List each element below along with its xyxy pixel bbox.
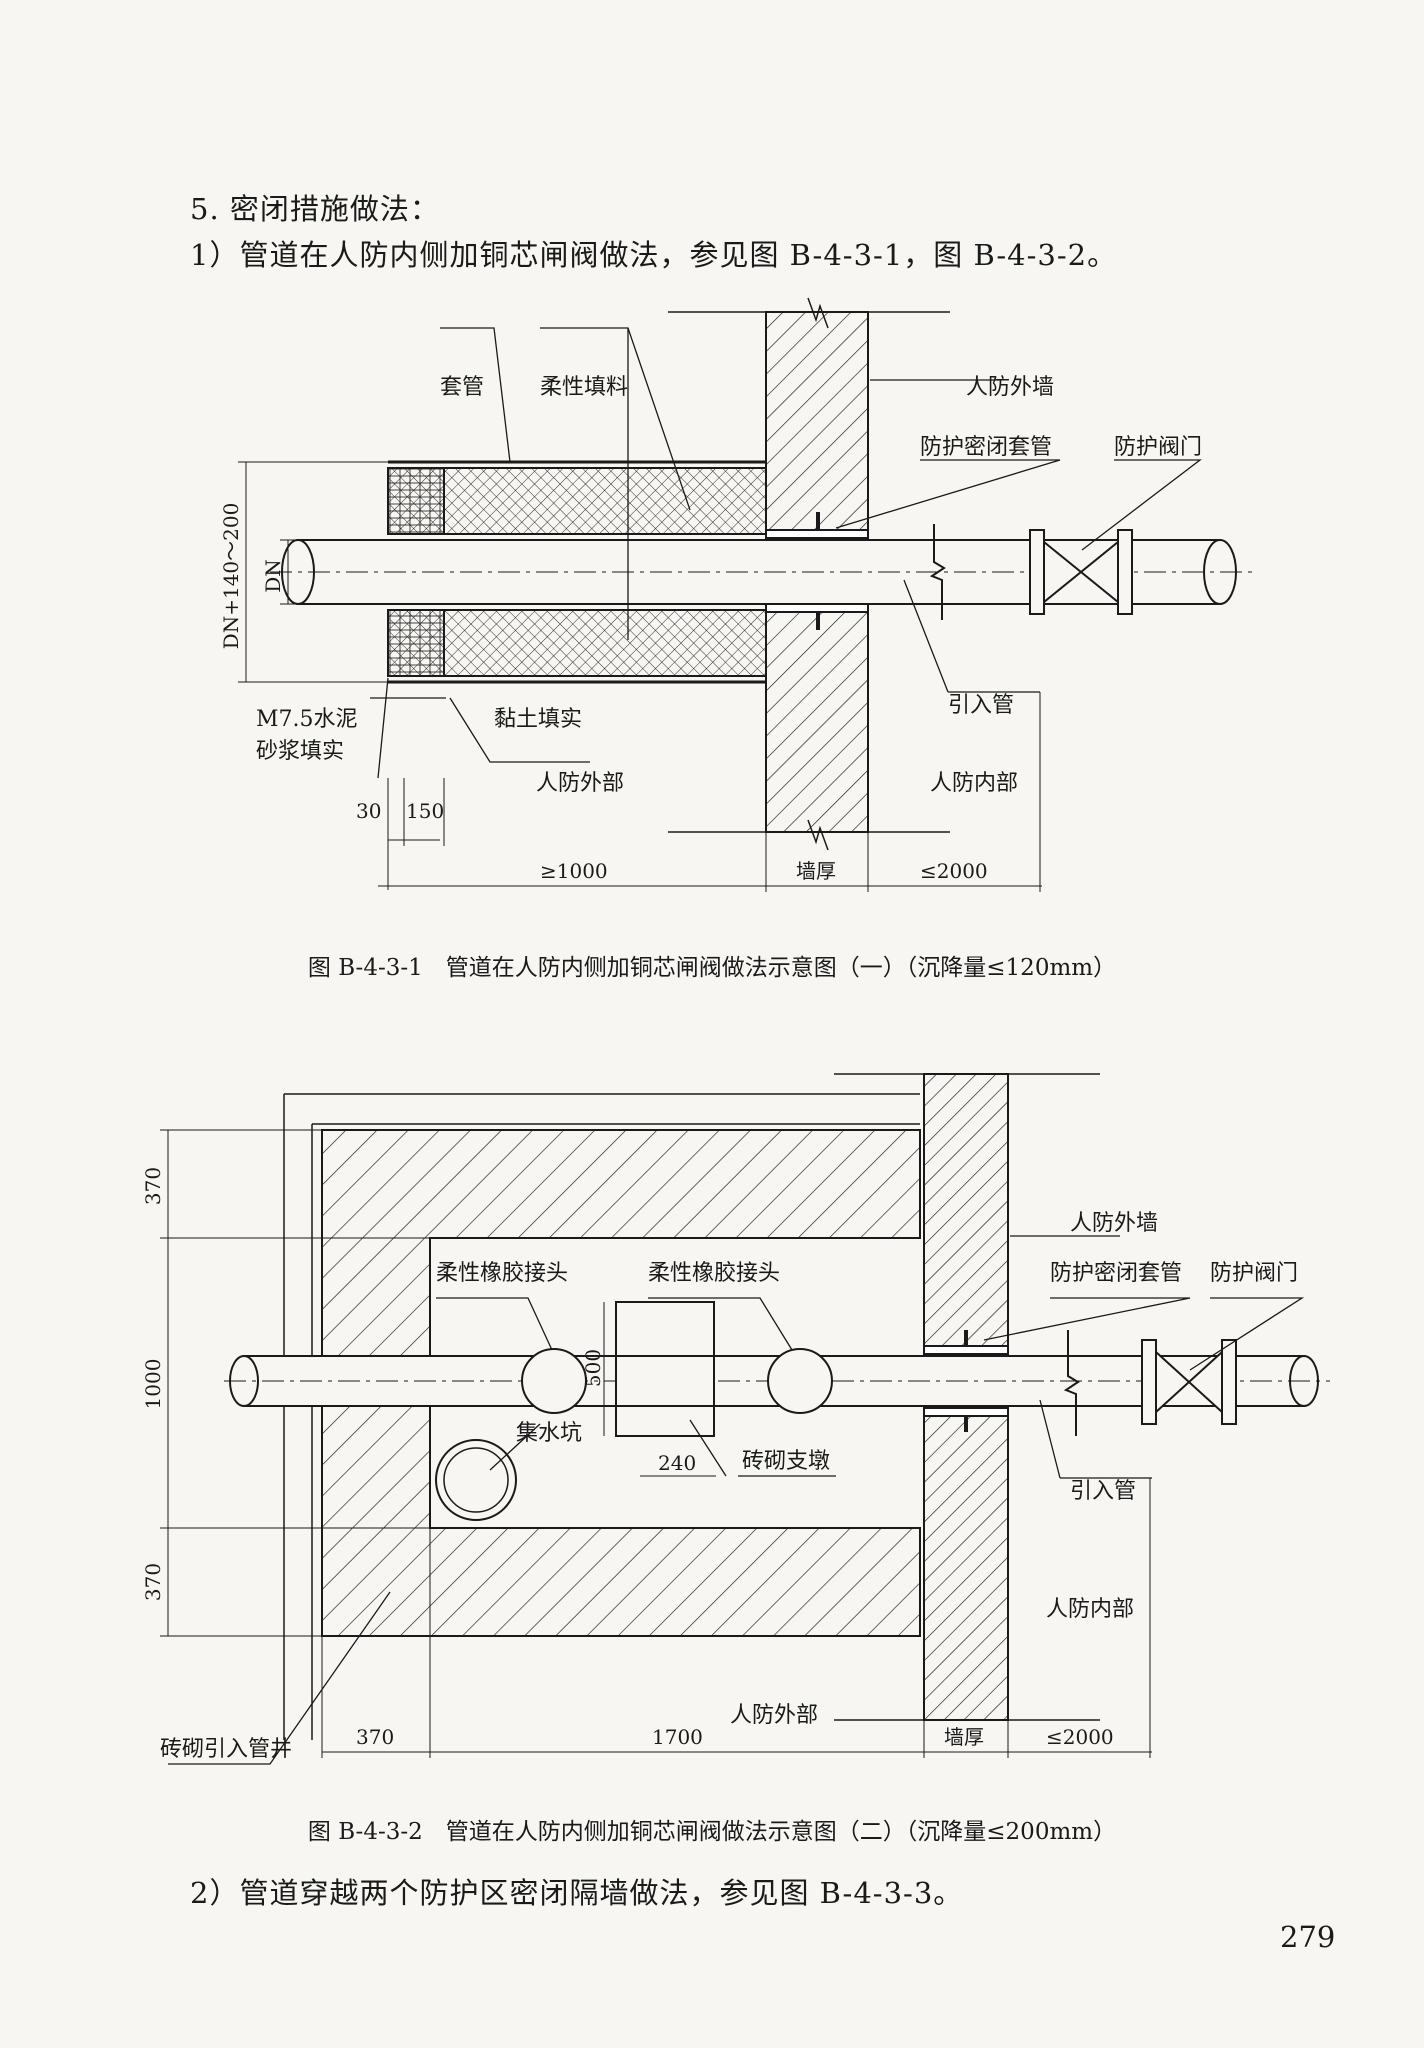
sleeve-upper <box>387 467 767 535</box>
dn-range-label: DN+140～200 <box>219 503 243 650</box>
outer-wall-upper <box>765 311 869 535</box>
item-1-text: 1）管道在人防内侧加铜芯闸阀做法，参见图 B-4-3-1，图 B-4-3-2。 <box>190 238 1118 272</box>
figure-2-caption: 图 B-4-3-2 管道在人防内侧加铜芯闸阀做法示意图（二）（沉降量≤200mm… <box>307 1819 1117 1845</box>
mortar-upper <box>387 467 445 535</box>
outer-wall-label: 人防外墙 <box>966 375 1054 400</box>
dim-wall: 墙厚 <box>796 859 836 883</box>
inside-label: 人防内部 <box>930 771 1018 796</box>
dim-2000: ≤2000 <box>920 859 988 883</box>
section-heading: 5. 密闭措施做法： <box>190 192 440 226</box>
dim-30: 30 <box>356 799 381 823</box>
clay-label: 黏土填实 <box>494 707 582 732</box>
rubber-joint-label-1: 柔性橡胶接头 <box>436 1261 568 1286</box>
dim-500: 500 <box>581 1349 605 1387</box>
outer-wall-lower <box>923 1409 1009 1721</box>
rubber-joint-left <box>521 1348 587 1414</box>
sump-label: 集水坑 <box>516 1421 582 1446</box>
dim-370-bottom: 370 <box>141 1563 165 1601</box>
outer-wall-upper <box>923 1073 1009 1351</box>
figure-1-diagram: DN+140～200 DN 套管 柔性填料 人防外墙 防护密闭套管 防护阀门 M… <box>219 297 1252 892</box>
outside-label: 人防外部 <box>730 1703 818 1728</box>
dim-150: 150 <box>406 799 444 823</box>
figure-1-caption: 图 B-4-3-1 管道在人防内侧加铜芯闸阀做法示意图（一）（沉降量≤120mm… <box>307 955 1117 981</box>
item-2-text: 2）管道穿越两个防护区密闭隔墙做法，参见图 B-4-3-3。 <box>190 1876 964 1910</box>
rubber-joint-right <box>767 1348 833 1414</box>
dim-2000: ≤2000 <box>1046 1725 1114 1749</box>
outside-label: 人防外部 <box>536 771 624 796</box>
sleeve-label: 套管 <box>440 375 484 400</box>
page-number: 279 <box>1280 1920 1336 1954</box>
mortar-lower <box>387 609 445 677</box>
outer-wall-label: 人防外墙 <box>1070 1211 1158 1236</box>
dim-1700: 1700 <box>652 1725 703 1749</box>
brick-pier-label: 砖砌支墩 <box>742 1449 830 1474</box>
sump-pit <box>435 1439 517 1521</box>
rubber-joint-label-2: 柔性橡胶接头 <box>648 1261 780 1286</box>
dim-240: 240 <box>658 1451 696 1475</box>
inlet-pipe-label: 引入管 <box>1070 1479 1136 1504</box>
protective-valve-label: 防护阀门 <box>1114 435 1202 460</box>
dim-wall: 墙厚 <box>944 1725 984 1749</box>
inside-label: 人防内部 <box>1046 1597 1134 1622</box>
dim-370-horizontal: 370 <box>356 1725 394 1749</box>
mortar-label-1: M7.5水泥 <box>256 707 358 732</box>
sleeve-lower <box>387 609 767 677</box>
protective-valve-label: 防护阀门 <box>1210 1261 1298 1286</box>
protective-sleeve-label: 防护密闭套管 <box>1050 1261 1182 1286</box>
outer-wall-lower <box>765 609 869 833</box>
flex-fill-label: 柔性填料 <box>540 375 628 400</box>
figure-2-diagram: 370 1000 370 500 240 柔性橡胶接头 柔性橡胶接头 人防外墙 … <box>141 1073 1330 1765</box>
mortar-label-2: 砂浆填实 <box>256 739 344 764</box>
brick-well-label: 砖砌引入管井 <box>160 1737 292 1762</box>
dim-1000-vertical: 1000 <box>141 1359 165 1410</box>
dim-1000: ≥1000 <box>540 859 608 883</box>
dn-label: DN <box>261 559 285 593</box>
inlet-pipe-label: 引入管 <box>948 693 1014 718</box>
dim-370-top: 370 <box>141 1167 165 1205</box>
protective-sleeve-label: 防护密闭套管 <box>920 435 1052 460</box>
